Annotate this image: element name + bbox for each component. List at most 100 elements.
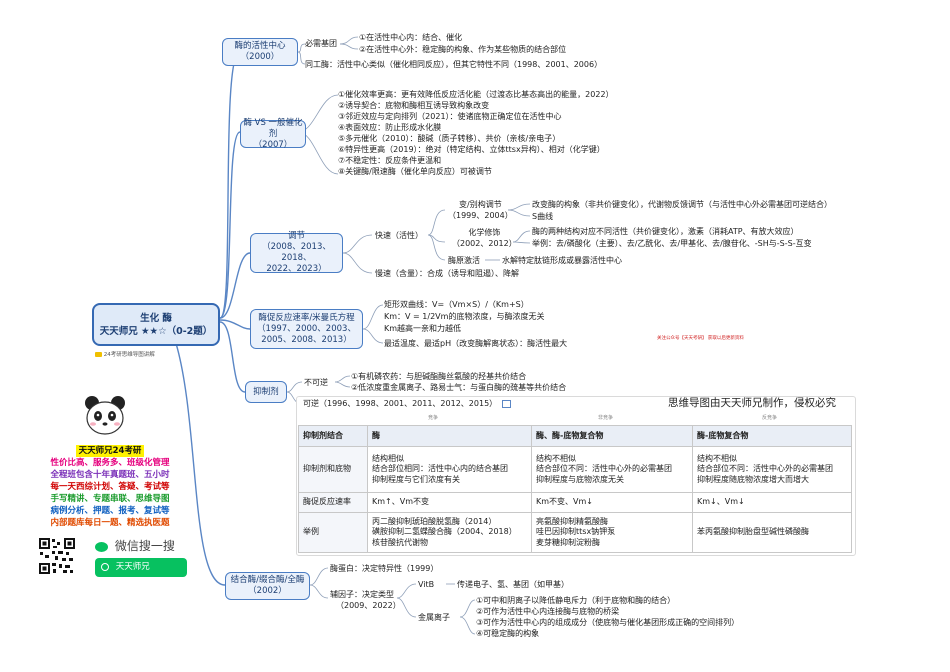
table-header-row: 抑制剂结合 酶 酶、酶-底物复合物 酶-底物复合物 xyxy=(298,425,852,447)
chemical-mod-a: 酶的两种结构对应不同活性（共价键变化），激素（消耗ATP、有放大效应） xyxy=(532,227,799,236)
central-node[interactable]: 生化 酶 天天师兄 ★★☆（0-2题） xyxy=(92,303,220,346)
cofactor: 辅因子：决定类型 （2009、2022） xyxy=(330,589,401,611)
allosteric-years: （1999、2004） xyxy=(448,211,513,220)
feature-1: ①催化效率更高：更有效降低反应活化能（过渡态比基态高出的能量，2022） xyxy=(338,90,614,99)
promo-line-4: 手写精讲、专题串联、思维导图 xyxy=(50,494,170,504)
branch-years: （1997、2000、2003、 xyxy=(257,323,356,334)
kinetics-2: Km：V = 1/2Vm的底物浓度，与酶浓度无关 xyxy=(384,312,545,321)
wechat-search-bar[interactable]: 天天师兄 xyxy=(95,558,187,577)
zymogen-a: 水解特定肽链形成或暴露活性中心 xyxy=(502,256,622,265)
qr-code-icon[interactable] xyxy=(38,537,76,575)
table-cell: 结构不相似 结合部位不同：活性中心外的必需基团 抑制程度随底物浓度增大而增大 xyxy=(692,446,852,493)
metal-3: ③可作为活性中心内的组成成分（使底物与催化基团形成正确的空间排列） xyxy=(476,618,740,627)
branch-years-2: 2022、2023） xyxy=(266,264,327,274)
table-cell: 结构不相似 结合部位不同：活性中心外的必需基团 抑制程度与底物浓度无关 xyxy=(531,446,693,493)
branch-active-center[interactable]: 酶的活性中心 （2000） xyxy=(222,38,298,66)
promo-block: 天天师兄24考研 性价比高、服务多、班级化管理 全程班包含十年真题班、五小时 每… xyxy=(40,445,180,529)
table-cell: 抑制剂和底物 xyxy=(298,446,368,493)
panda-mascot-icon xyxy=(85,396,125,435)
essential-groups-out: ②在活性中心外：稳定酶的构象、作为某些物质的结合部位 xyxy=(359,45,567,54)
watermark: 思维导图由天天师兄制作，侵权必究 xyxy=(668,397,836,409)
kinetics-4: 最适温度、最适pH（改变酶解离状态）：酶活性最大 xyxy=(384,339,568,348)
promo-line-1: 性价比高、服务多、班级化管理 xyxy=(50,458,170,468)
table-row: 酶促反应速率 Km↑、Vm不变 Km不变、Vm↓ Km↓、Vm↓ xyxy=(298,492,852,513)
branch-vs-catalyst[interactable]: 酶 VS 一般催化剂 （2007） xyxy=(240,117,306,150)
table-cell: 结构相似 结合部位相同：活性中心内的结合基团 抑制程度与它们浓度有关 xyxy=(367,446,532,493)
central-tag: 24考研思维导图讲解 xyxy=(95,350,155,358)
branch-years: （2007） xyxy=(253,139,293,150)
fast-regulation: 快速（活性） xyxy=(375,231,423,240)
branch-label: 抑制剂 xyxy=(253,386,279,397)
table-cell: Km↓、Vm↓ xyxy=(692,492,852,513)
table-header-cell: 酶、酶-底物复合物 xyxy=(531,425,693,447)
irreversible: 不可逆 xyxy=(304,378,328,387)
slow-regulation: 慢速（含量）：合成（诱导和阻遏）、降解 xyxy=(375,269,519,278)
table-cell: 酶促反应速率 xyxy=(298,492,368,513)
feature-4: ④表面效应：防止形成水化膜 xyxy=(338,123,442,132)
irreversible-a: ①有机磷农药：与胆碱酯酶丝氨酸的羟基共价结合 xyxy=(351,372,527,381)
feature-8: ⑧关键酶/限速酶（催化单向反应）可被调节 xyxy=(338,167,492,176)
kinetics-3: Km越高一亲和力越低 xyxy=(384,324,462,333)
branch-regulation[interactable]: 调节 （2008、2013、2018、 2022、2023） xyxy=(250,231,343,274)
col-caption-uncompetitive: 反竞争 xyxy=(762,415,778,421)
inhibition-table: 抑制剂结合 酶 酶、酶-底物复合物 酶-底物复合物 抑制剂和底物 结构相似 结合… xyxy=(298,425,852,553)
metal-1: ①可中和阴离子以降低静电斥力（利于底物和酶的结合） xyxy=(476,596,676,605)
promo-line-6: 内部题库每日一题、精选执医题 xyxy=(50,518,170,528)
table-cell: 亮氨酸抑制精氨酸酶 哇巴因抑制ttsx钠钾泵 麦芽糖抑制淀粉酶 xyxy=(531,512,693,553)
essential-groups: 必需基团 xyxy=(305,39,337,48)
essential-groups-in: ①在活性中心内：结合、催化 xyxy=(359,33,463,42)
chemical-mod-label: 化学修饰 xyxy=(468,228,501,237)
branch-holoenzyme[interactable]: 结合酶/缀合酶/全酶 （2002） xyxy=(225,572,310,600)
promo-title: 天天师兄24考研 xyxy=(75,445,145,457)
branch-kinetics[interactable]: 酶促反应速率/米曼氏方程 （1997、2000、2003、 2005、2008、… xyxy=(250,309,363,349)
cofactor-years: （2009、2022） xyxy=(336,601,401,610)
branch-label: 酶的活性中心 xyxy=(234,41,286,51)
wechat-icon xyxy=(95,541,108,552)
allosteric: 变/别构调节 （1999、2004） xyxy=(448,199,513,221)
col-caption-competitive: 竞争 xyxy=(428,415,439,421)
red-note: 关注公众号【天天考研】 获取以后更新资料 xyxy=(657,336,744,341)
feature-7: ⑦不稳定性：反应条件更温和 xyxy=(338,156,442,165)
table-cell: Km不变、Vm↓ xyxy=(531,492,693,513)
branch-years: （2008、2013、2018、 xyxy=(262,242,331,263)
table-cell: Km↑、Vm不变 xyxy=(367,492,532,513)
branch-label: 酶 VS 一般催化剂 xyxy=(243,117,303,139)
cofactor-label: 辅因子：决定类型 xyxy=(330,590,394,599)
wechat-search-label: 微信搜一搜 xyxy=(95,537,175,554)
allosteric-b: S曲线 xyxy=(532,212,554,221)
feature-3: ③邻近效应与定向排列（2021）：使诸底物正确定位在活性中心 xyxy=(338,112,562,121)
reversible: 可逆（1996、1998、2001、2011、2012、2015） xyxy=(303,398,511,409)
table-row: 抑制剂和底物 结构相似 结合部位相同：活性中心内的结合基团 抑制程度与它们浓度有… xyxy=(298,446,852,493)
branch-years-2: 2005、2008、2013） xyxy=(261,334,352,345)
branch-years: （2002） xyxy=(248,586,287,596)
table-cell: 苯丙氨酸抑制胎盘型碱性磷酸酶 xyxy=(692,512,852,553)
branch-label: 结合酶/缀合酶/全酶 xyxy=(230,575,305,585)
tag-icon xyxy=(95,352,102,357)
apoenzyme: 酶蛋白：决定特异性（1999） xyxy=(330,564,439,573)
promo-line-2: 全程班包含十年真题班、五小时 xyxy=(50,470,170,480)
metal-2: ②可作为活性中心内连接酶与底物的桥梁 xyxy=(476,607,620,616)
reversible-label: 可逆（1996、1998、2001、2011、2012、2015） xyxy=(303,399,498,408)
branch-label: 酶促反应速率/米曼氏方程 xyxy=(258,312,355,323)
chemical-mod-years: （2002、2012） xyxy=(452,239,517,248)
chemical-mod: 化学修饰 （2002、2012） xyxy=(452,227,517,249)
metal-4: ④可稳定酶的构象 xyxy=(476,629,540,638)
search-text: 天天师兄 xyxy=(115,562,150,572)
table-row: 举例 丙二酸抑制琥珀酸脱氢酶（2014） 磺胺抑制二氢蝶酸合酶（2004、201… xyxy=(298,512,852,553)
vitb-a: 传递电子、氢、基团（如甲基） xyxy=(457,580,569,589)
vitb: VitB xyxy=(418,580,435,589)
feature-2: ②诱导契合：底物和酶相互诱导致构象改变 xyxy=(338,101,490,110)
feature-5: ⑤多元催化（2010）：酸碱（质子转移）、共价（亲核/亲电子） xyxy=(338,134,561,143)
branch-label: 调节 xyxy=(287,231,305,241)
kinetics-1: 矩形双曲线：V=（Vm×S）/（Km+S） xyxy=(384,300,529,309)
table-cell: 丙二酸抑制琥珀酸脱氢酶（2014） 磺胺抑制二氢蝶酸合酶（2004、2018） … xyxy=(367,512,532,553)
wechat-text: 微信搜一搜 xyxy=(114,539,175,553)
irreversible-b: ②低浓度重金属离子、路易士气：与蛋白酶的巯基等共价结合 xyxy=(351,383,567,392)
zymogen: 酶原激活 xyxy=(448,256,480,265)
central-title: 生化 酶 xyxy=(140,312,172,324)
promo-line-3: 每一天西综计划、答疑、考试等 xyxy=(50,482,170,492)
allosteric-a: 改变酶的构象（非共价键变化），代谢物反馈调节（与活性中心外必需基团可逆结合） xyxy=(532,200,832,209)
branch-inhibitor[interactable]: 抑制剂 xyxy=(245,381,287,403)
tag-label: 24考研思维导图讲解 xyxy=(103,352,155,358)
table-header-cell: 酶 xyxy=(367,425,532,447)
